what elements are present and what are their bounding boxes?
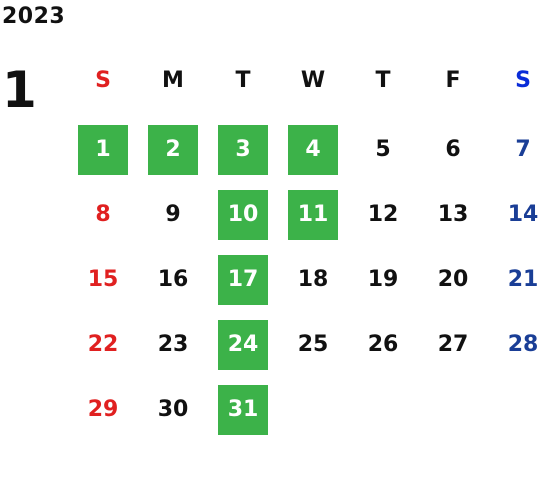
weekday-wednesday: W — [300, 68, 326, 93]
day-cell-3[interactable]: 3 — [218, 125, 268, 175]
day-cell-16[interactable]: 16 — [157, 267, 189, 292]
day-cell-10[interactable]: 10 — [218, 190, 268, 240]
day-cell-9[interactable]: 9 — [165, 202, 181, 227]
day-cell-12[interactable]: 12 — [367, 202, 399, 227]
day-cell-18[interactable]: 18 — [297, 267, 329, 292]
day-cell-17[interactable]: 17 — [218, 255, 268, 305]
day-cell-6[interactable]: 6 — [445, 137, 461, 162]
day-cell-31[interactable]: 31 — [218, 385, 268, 435]
calendar-month: 1 — [2, 61, 37, 119]
calendar-year: 2023 — [2, 4, 66, 29]
day-cell-2[interactable]: 2 — [148, 125, 198, 175]
weekday-thursday: T — [375, 68, 391, 93]
day-cell-15[interactable]: 15 — [87, 267, 119, 292]
day-cell-20[interactable]: 20 — [437, 267, 469, 292]
weekday-saturday: S — [515, 68, 531, 93]
day-cell-30[interactable]: 30 — [157, 397, 189, 422]
day-cell-24[interactable]: 24 — [218, 320, 268, 370]
day-cell-26[interactable]: 26 — [367, 332, 399, 357]
day-cell-19[interactable]: 19 — [367, 267, 399, 292]
weekday-sunday: S — [95, 68, 111, 93]
day-cell-5[interactable]: 5 — [375, 137, 391, 162]
day-cell-22[interactable]: 22 — [87, 332, 119, 357]
weekday-friday: F — [445, 68, 461, 93]
day-cell-21[interactable]: 21 — [507, 267, 539, 292]
day-cell-7[interactable]: 7 — [515, 137, 531, 162]
day-cell-14[interactable]: 14 — [507, 202, 539, 227]
day-cell-13[interactable]: 13 — [437, 202, 469, 227]
day-cell-4[interactable]: 4 — [288, 125, 338, 175]
day-cell-23[interactable]: 23 — [157, 332, 189, 357]
day-cell-25[interactable]: 25 — [297, 332, 329, 357]
day-cell-8[interactable]: 8 — [95, 202, 111, 227]
day-cell-27[interactable]: 27 — [437, 332, 469, 357]
day-cell-11[interactable]: 11 — [288, 190, 338, 240]
day-cell-29[interactable]: 29 — [87, 397, 119, 422]
day-cell-28[interactable]: 28 — [507, 332, 539, 357]
weekday-monday: M — [162, 68, 184, 93]
weekday-tuesday: T — [235, 68, 251, 93]
day-cell-1[interactable]: 1 — [78, 125, 128, 175]
